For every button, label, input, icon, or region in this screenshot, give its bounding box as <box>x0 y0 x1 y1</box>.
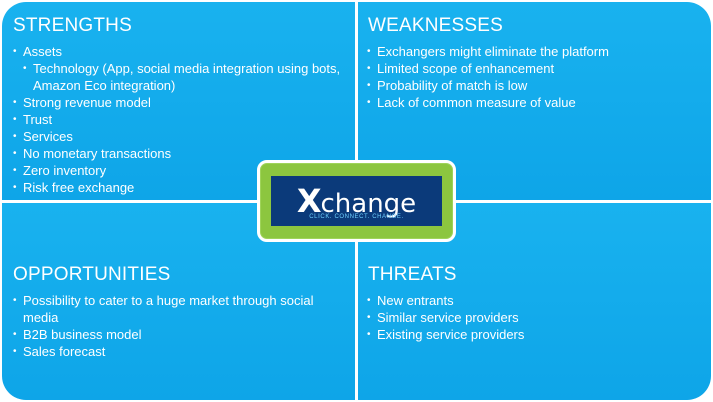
threats-title: THREATS <box>368 264 457 285</box>
weaknesses-list: Exchangers might eliminate the platform … <box>367 43 703 111</box>
list-item: Risk free exchange <box>13 179 343 196</box>
list-item: Strong revenue model <box>13 94 343 111</box>
strengths-title: STRENGTHS <box>13 15 132 36</box>
list-item: Zero inventory <box>13 162 343 179</box>
list-item: Trust <box>13 111 343 128</box>
weaknesses-title: WEAKNESSES <box>368 15 504 36</box>
logo-word: change <box>320 189 417 219</box>
list-item: Existing service providers <box>367 326 703 343</box>
list-item: No monetary transactions <box>13 145 343 162</box>
list-item: Technology (App, social media integratio… <box>23 60 343 94</box>
list-item: Probability of match is low <box>367 77 703 94</box>
list-item: Lack of common measure of value <box>367 94 703 111</box>
list-item: Exchangers might eliminate the platform <box>367 43 703 60</box>
list-item: Sales forecast <box>13 343 345 360</box>
list-item: B2B business model <box>13 326 345 343</box>
list-item: Limited scope of enhancement <box>367 60 703 77</box>
logo-tagline: CLICK. CONNECT. CHANGE. <box>309 214 404 220</box>
list-item: Possibility to cater to a huge market th… <box>13 292 345 326</box>
list-item: Services <box>13 128 343 145</box>
xchange-logo-badge: Xchange CLICK. CONNECT. CHANGE. <box>257 160 456 242</box>
list-item: Assets <box>13 43 343 60</box>
strengths-quadrant: STRENGTHS Assets Technology (App, social… <box>2 2 355 200</box>
list-item: Similar service providers <box>367 309 703 326</box>
list-item: New entrants <box>367 292 703 309</box>
xchange-logo: Xchange CLICK. CONNECT. CHANGE. <box>271 176 442 226</box>
strengths-list: Assets Technology (App, social media int… <box>13 43 343 196</box>
opportunities-title: OPPORTUNITIES <box>13 264 171 285</box>
logo-x-letter: X <box>296 182 322 220</box>
opportunities-list: Possibility to cater to a huge market th… <box>13 292 345 360</box>
logo-wordmark: Xchange <box>271 182 442 220</box>
threats-list: New entrants Similar service providers E… <box>367 292 703 343</box>
